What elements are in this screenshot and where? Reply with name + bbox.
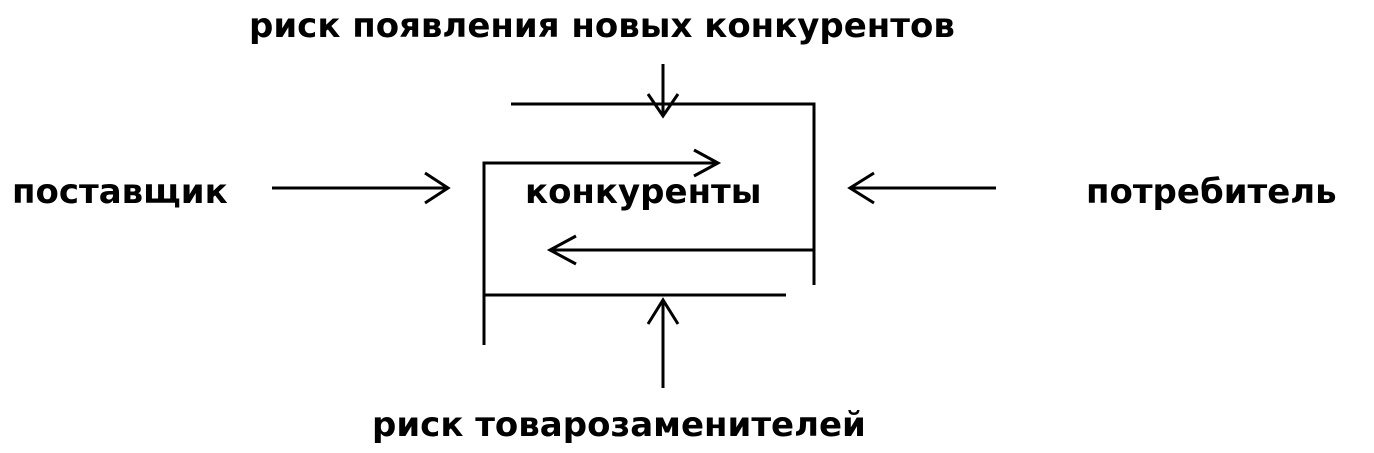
upper-frame: [511, 102, 816, 285]
competitors-label: конкуренты: [525, 172, 762, 212]
supplier-label: поставщик: [12, 172, 228, 212]
inner-right-arrow: [482, 161, 718, 345]
top-arrow-head: [646, 93, 680, 119]
bottom-arrow-head: [646, 297, 680, 325]
inner-left-arrow-head: [546, 234, 577, 266]
inner-right-arrow-head: [693, 148, 722, 178]
left-arrow-head: [424, 171, 451, 205]
substitutes-risk-label: риск товарозаменителей: [372, 405, 866, 445]
consumer-label: потребитель: [1086, 172, 1337, 212]
new-competitors-risk-label: риск появления новых конкурентов: [249, 6, 955, 46]
right-arrow-head: [847, 171, 875, 205]
